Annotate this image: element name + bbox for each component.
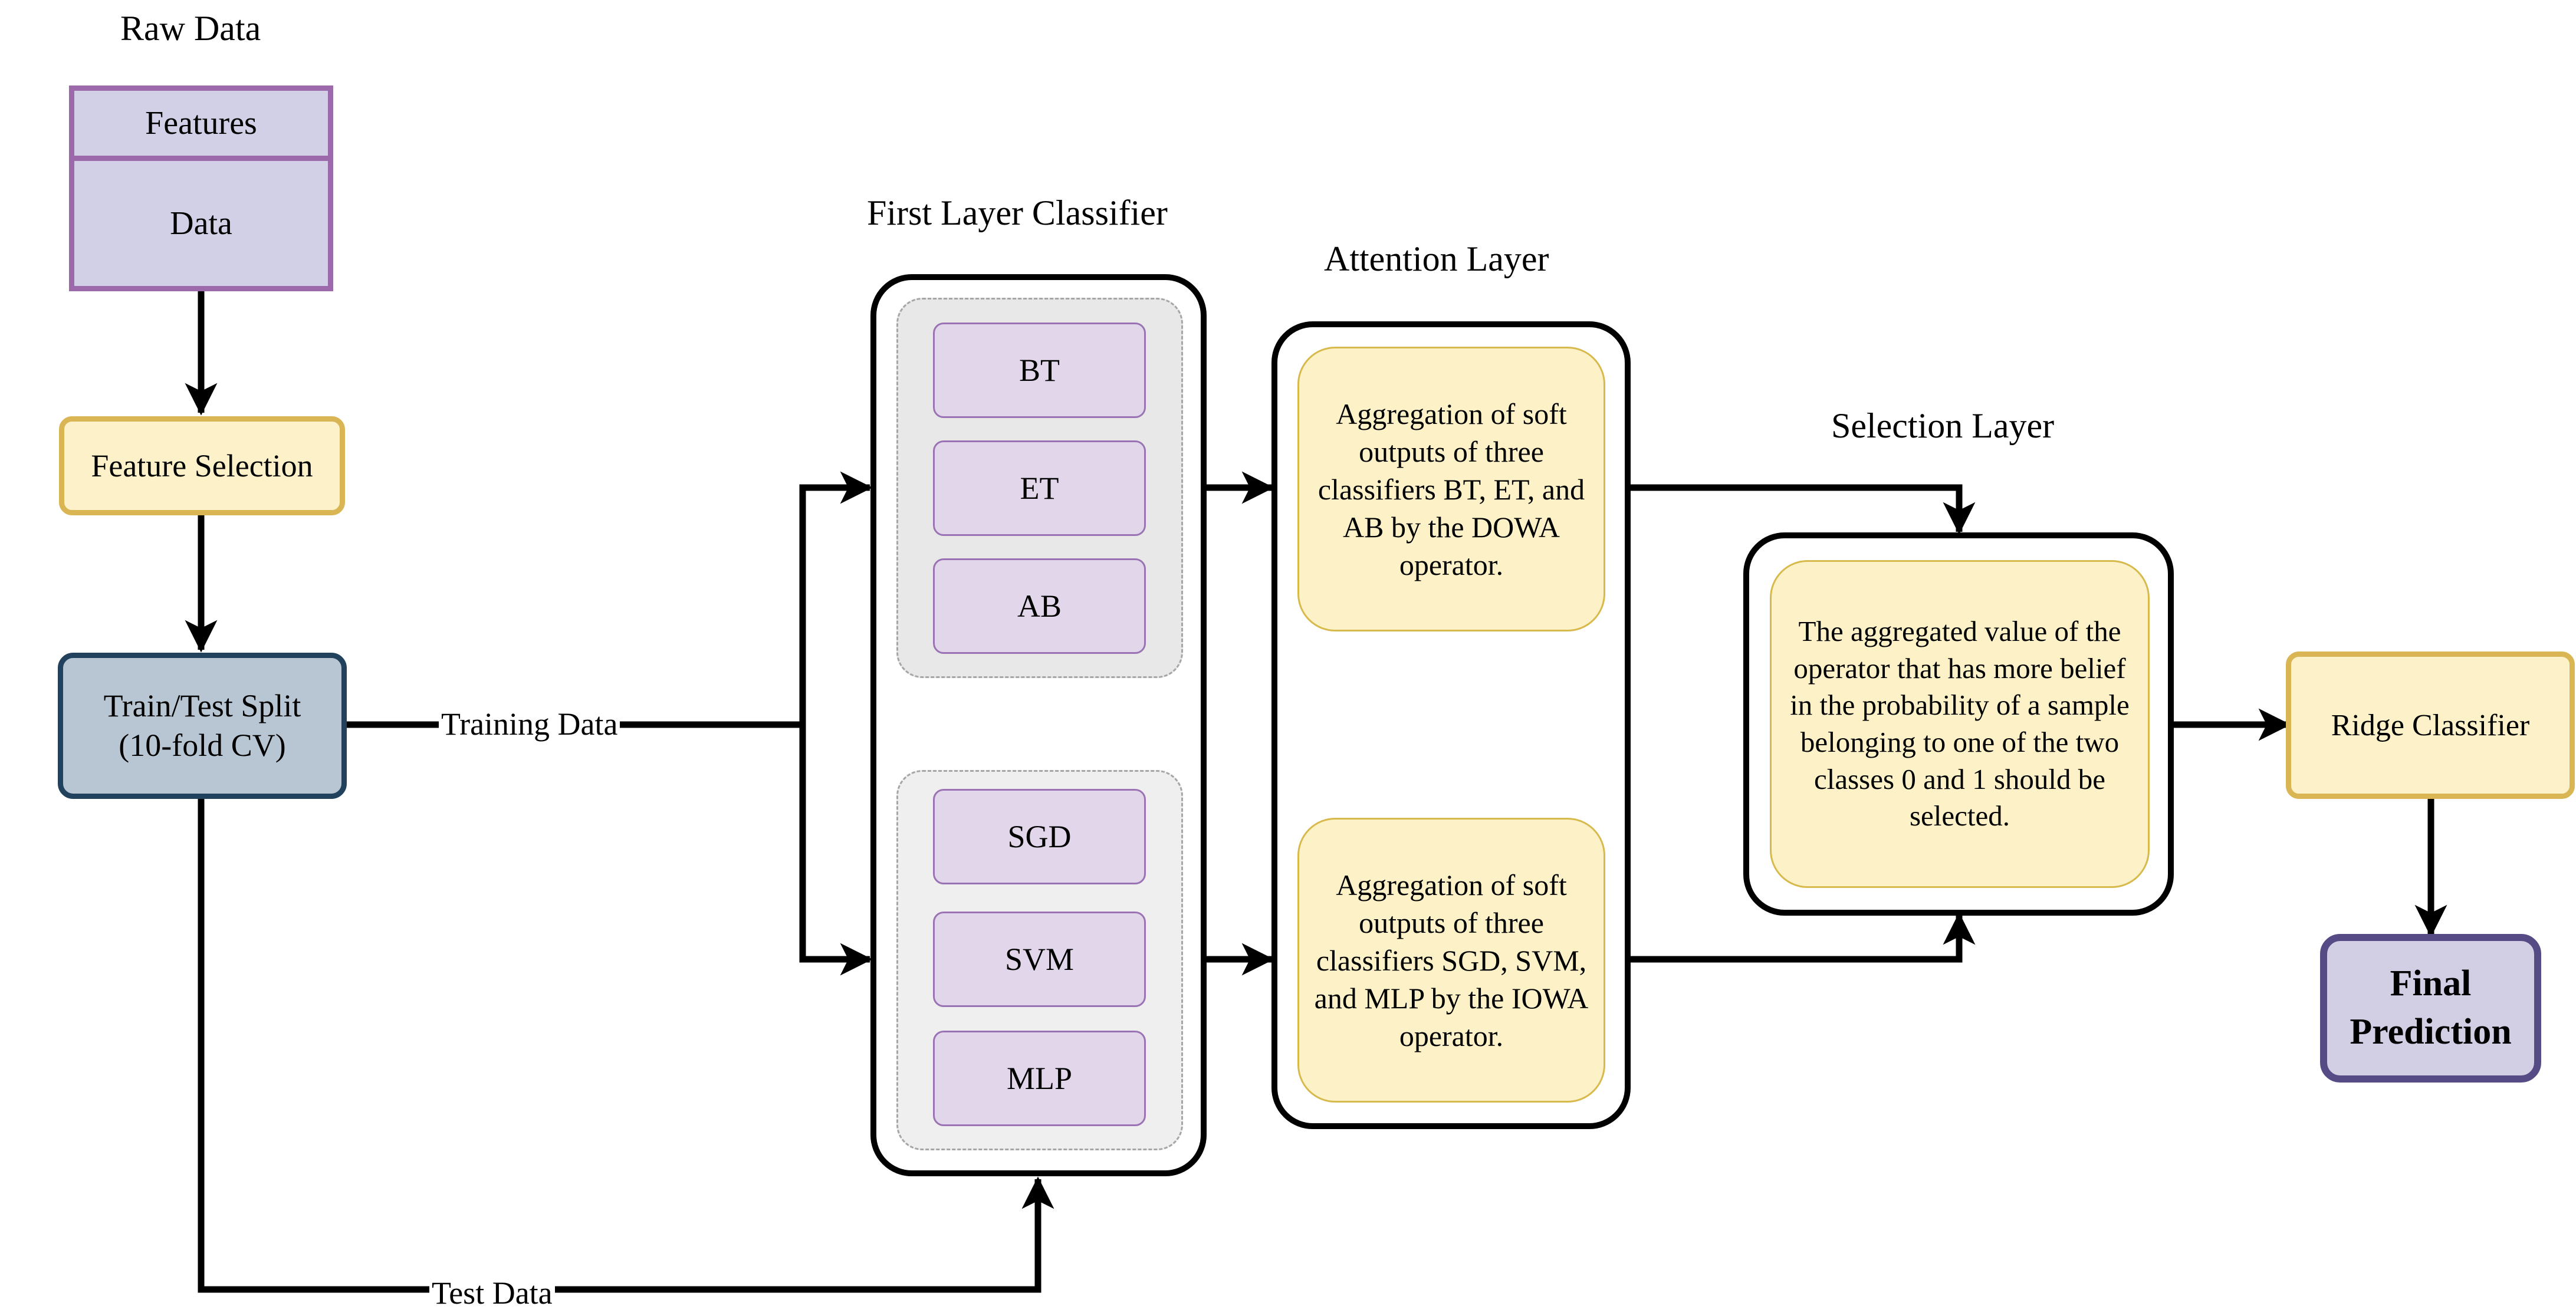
raw-data-title: Raw Data — [120, 9, 261, 48]
attention-layer-title: Attention Layer — [1324, 239, 1549, 278]
classifier-mlp: MLP — [933, 1031, 1146, 1126]
ridge-classifier-box: Ridge Classifier — [2286, 652, 2575, 799]
arrow-training-to-bottom-group — [799, 725, 873, 976]
attention-bottom-text: Aggregation of soft outputs of three cla… — [1314, 868, 1589, 1052]
selection-text: The aggregated value of the operator tha… — [1790, 614, 2130, 833]
selection-layer-title: Selection Layer — [1831, 406, 2055, 445]
final-prediction-label: Final Prediction — [2350, 963, 2512, 1052]
classifier-svm: SVM — [933, 912, 1146, 1007]
ridge-classifier-label: Ridge Classifier — [2331, 708, 2530, 742]
classifier-sgd: SGD — [933, 789, 1146, 884]
attention-top-text: Aggregation of soft outputs of three cla… — [1317, 397, 1585, 581]
features-label: Features — [145, 105, 257, 142]
feature-selection-box: Feature Selection — [59, 416, 345, 515]
attention-top-box: Aggregation of soft outputs of three cla… — [1297, 347, 1605, 631]
raw-data-features-header: Features — [69, 85, 333, 161]
raw-data-body: Data — [69, 156, 333, 291]
arrow-attention-top-to-selection — [1629, 484, 1976, 535]
feature-selection-label: Feature Selection — [91, 448, 313, 483]
arrow-test-data — [198, 796, 1054, 1293]
classifier-et: ET — [933, 440, 1146, 536]
classifier-bt: BT — [933, 323, 1146, 418]
attention-bottom-box: Aggregation of soft outputs of three cla… — [1297, 818, 1605, 1103]
training-data-label: Training Data — [439, 708, 620, 740]
train-test-split-label: Train/Test Split (10-fold CV) — [103, 687, 301, 764]
classifier-ab: AB — [933, 558, 1146, 654]
test-data-label: Test Data — [429, 1277, 555, 1309]
arrow-training-to-top-group — [799, 471, 873, 725]
data-label: Data — [170, 205, 232, 242]
first-layer-title: First Layer Classifier — [867, 193, 1168, 232]
final-prediction-box: Final Prediction — [2320, 934, 2541, 1083]
train-test-split-box: Train/Test Split (10-fold CV) — [58, 653, 347, 799]
selection-box: The aggregated value of the operator tha… — [1770, 560, 2150, 888]
arrow-attention-bottom-to-selection — [1629, 912, 1976, 963]
